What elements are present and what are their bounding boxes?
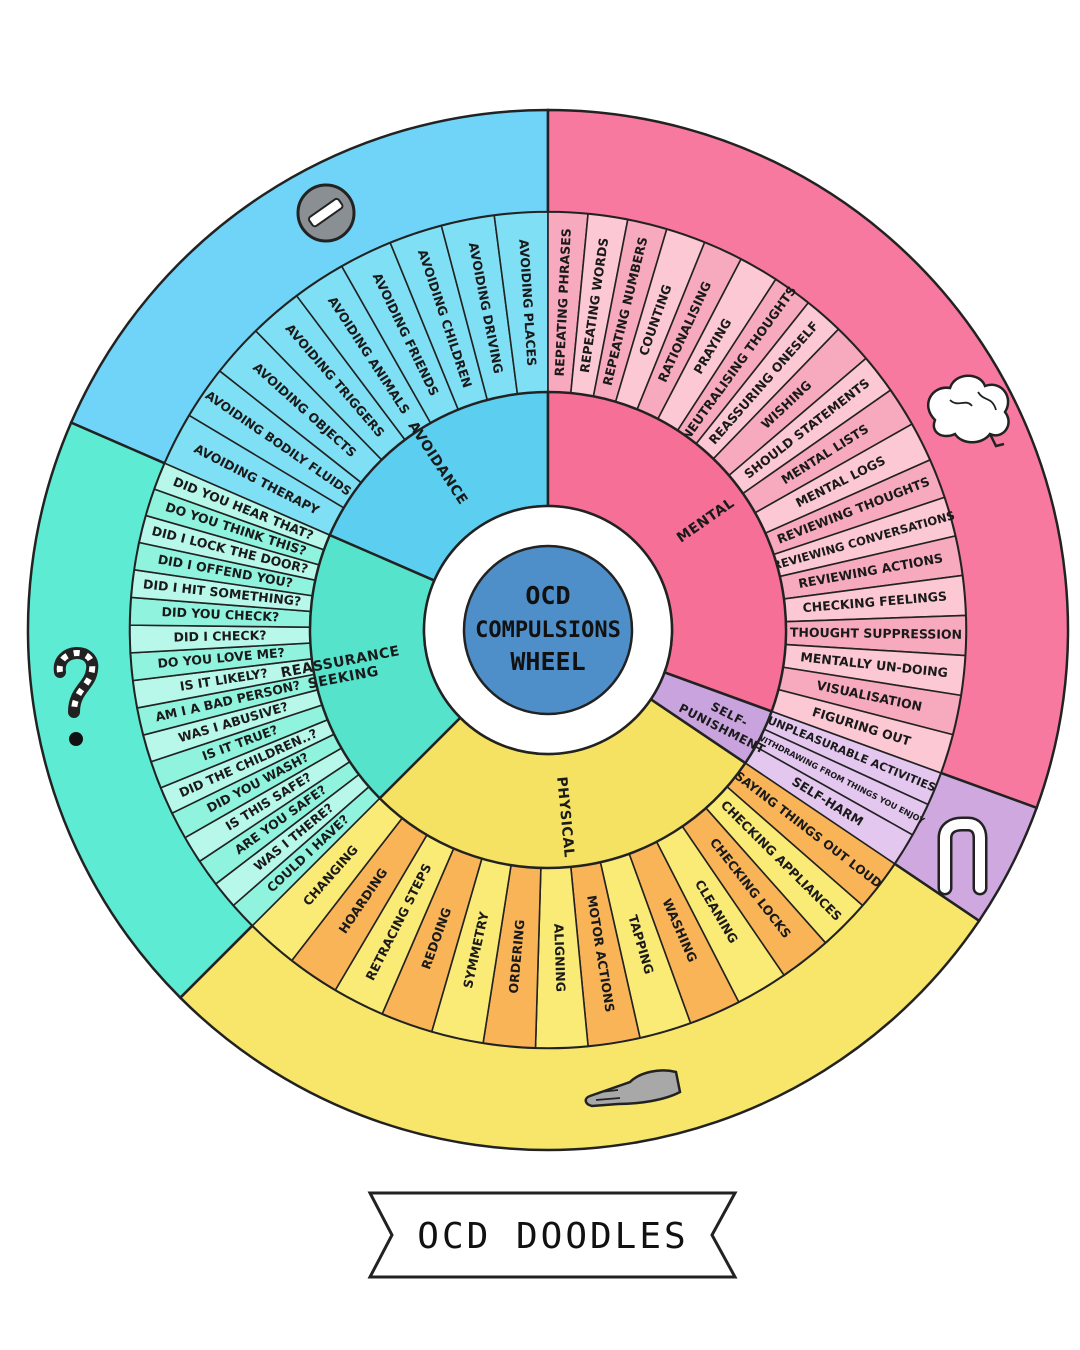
center-title-line-3: WHEEL (510, 647, 585, 676)
item-label: DID I CHECK? (173, 628, 266, 645)
footer-label: OCD DOODLES (417, 1216, 688, 1257)
center-title-line-1: OCD (525, 581, 570, 610)
center-hub: OCD COMPULSIONS WHEEL (424, 506, 672, 754)
center-title-line-2: COMPULSIONS (475, 618, 621, 643)
item-label: THOUGHT SUPPRESSION (790, 625, 962, 642)
item-label: ALIGNING (551, 923, 568, 992)
footer-banner: OCD DOODLES (370, 1193, 735, 1277)
minus-sign-icon (298, 185, 354, 241)
